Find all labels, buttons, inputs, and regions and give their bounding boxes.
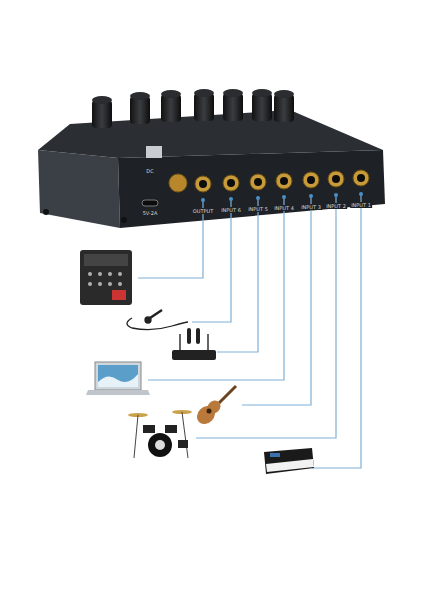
device-front	[118, 150, 385, 228]
mixer-icon	[80, 250, 132, 305]
wireless-mic-icon	[172, 328, 216, 360]
mic-icon	[127, 310, 188, 330]
leader-lines	[138, 194, 361, 468]
screw	[121, 217, 127, 223]
knobs	[92, 89, 294, 158]
laptop-icon	[86, 362, 150, 395]
keyboard-icon	[264, 448, 314, 474]
drum-kit-icon	[128, 410, 192, 458]
jack-label: INPUT 5	[247, 206, 269, 212]
jack-label: 5V-2A	[142, 210, 159, 216]
jack-label: OUTPUT	[192, 208, 214, 214]
jacks	[195, 170, 369, 192]
jack-label: INPUT 6	[220, 207, 242, 213]
device-side	[38, 150, 120, 228]
screw	[43, 209, 49, 215]
jack-label: INPUT 4	[273, 205, 295, 211]
jack-label: INPUT 1	[350, 202, 372, 208]
usb-port	[142, 200, 158, 206]
gold-knob	[169, 174, 187, 192]
jack-label: INPUT 2	[325, 203, 347, 209]
jack-label: INPUT 3	[300, 204, 322, 210]
jack-label: DC	[145, 168, 154, 174]
ukulele-icon	[193, 386, 236, 428]
